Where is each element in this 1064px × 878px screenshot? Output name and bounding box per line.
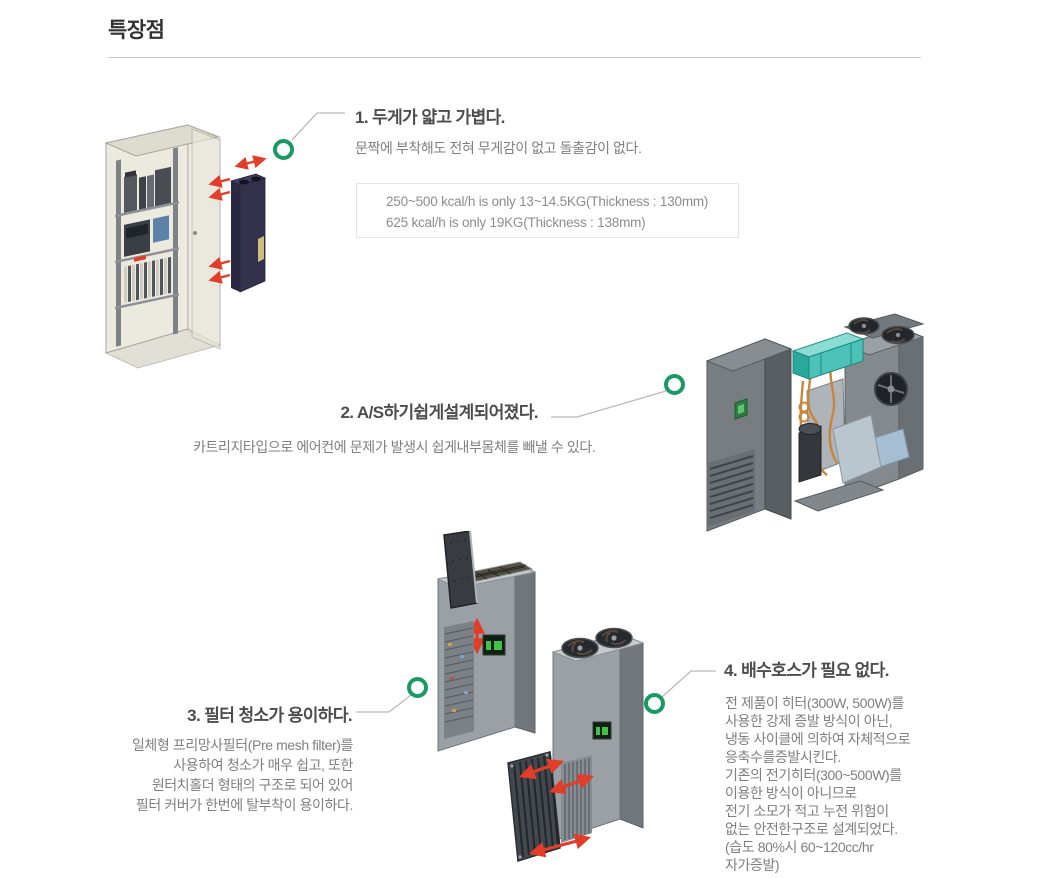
feature-1-description: 문짝에 부착해도 전혀 무게감이 없고 돌출감이 없다. (355, 140, 642, 156)
feature-2-ring-marker-icon (664, 374, 685, 395)
feature-4-description: 전 제품이 히터(300W, 500W)를 사용한 강제 증발 방식이 아닌, … (725, 695, 911, 873)
exploded-cartridge-unit-illustration (705, 313, 925, 532)
feature-1-title: 1. 두게가 얇고 가볍다. (355, 108, 505, 127)
feature-1-spec-box: 250~500 kcal/h is only 13~14.5KG(Thickne… (356, 183, 739, 238)
feature-3-description: 일체형 프리망사필터(Pre mesh filter)를 사용하여 청소가 매우… (131, 737, 353, 813)
feature-3-ring-marker-icon (407, 677, 428, 698)
divider (108, 57, 921, 58)
units-with-filters-illustration (436, 531, 645, 862)
feature-4-title: 4. 배수호스가 필요 없다. (724, 661, 889, 680)
feature-2-description: 카트리지타입으로 에어컨에 문제가 발생시 쉽게내부몸체를 빼낼 수 있다. (193, 439, 596, 455)
page-title: 특장점 (108, 19, 165, 42)
cabinet-with-slim-cooler-illustration (104, 124, 267, 369)
feature-4-ring-marker-icon (644, 693, 665, 714)
feature-1-ring-marker-icon (273, 139, 294, 160)
feature-2-title: 2. A/S하기쉽게설계되어졌다. (340, 403, 538, 422)
feature-3-title: 3. 필터 청소가 용이하다. (187, 706, 352, 725)
